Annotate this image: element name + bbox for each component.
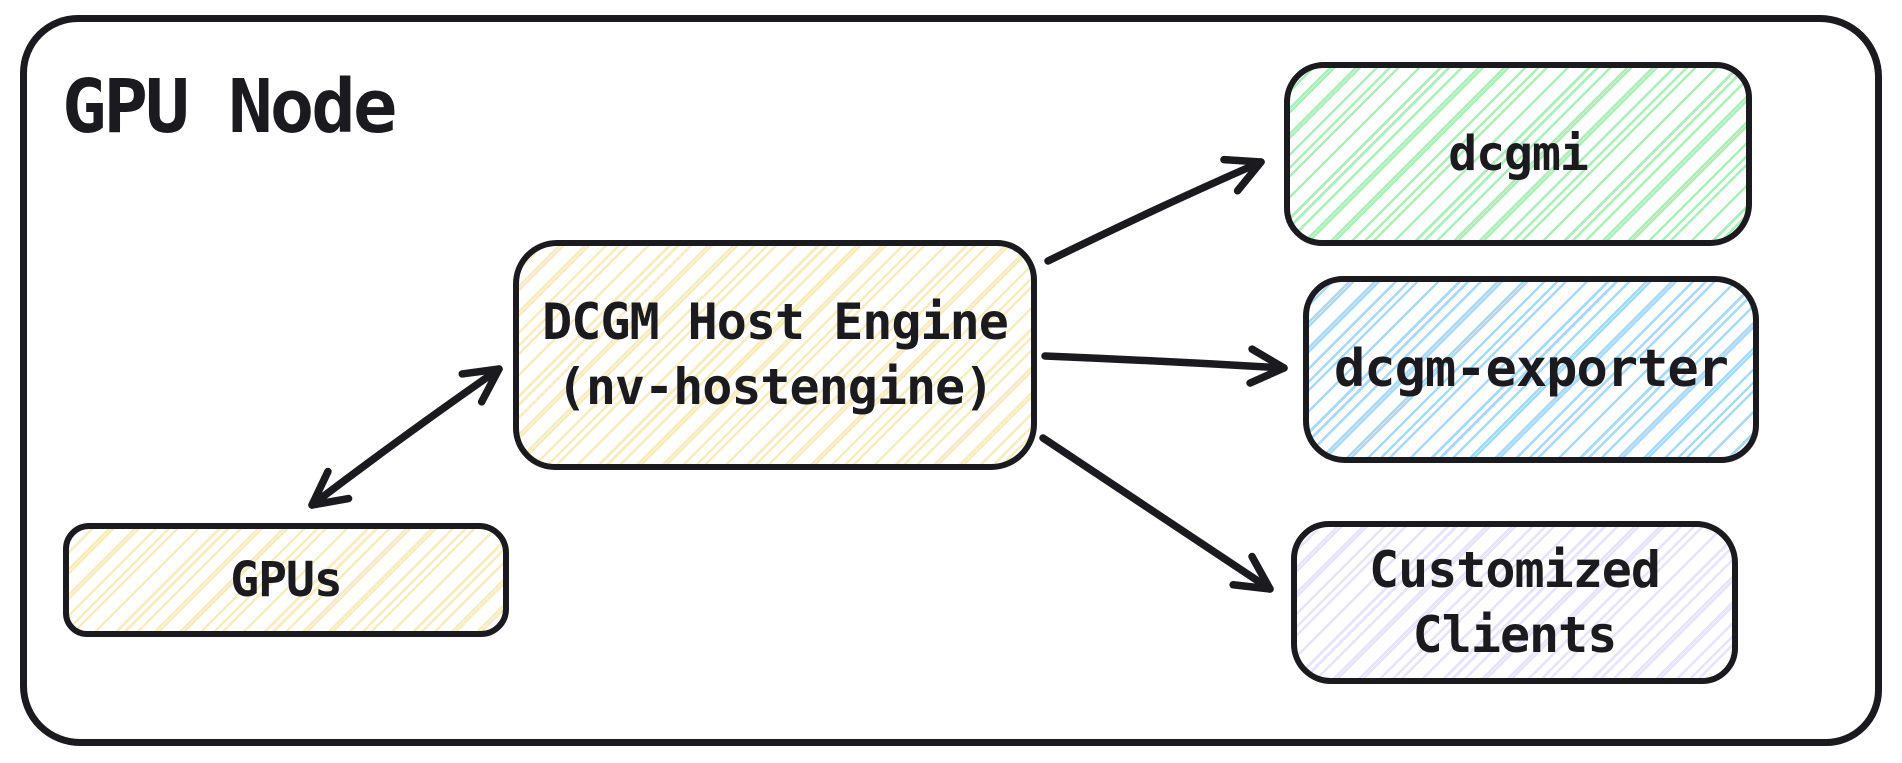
node-dcgmi-label: dcgmi [1448,125,1588,182]
node-customized-clients[interactable]: Customized Clients [1291,521,1738,684]
node-gpus[interactable]: GPUs [63,523,509,637]
node-dcgmi[interactable]: dcgmi [1284,62,1752,246]
node-dcgm-host-engine[interactable]: DCGM Host Engine (nv-hostengine) [513,240,1037,470]
node-customized-clients-label-line1: Customized [1368,540,1661,599]
node-dcgm-exporter-label: dcgm-exporter [1334,338,1729,399]
gpu-node-container [20,15,1882,746]
node-dcgm-host-engine-label-line2: (nv-hostengine) [556,358,995,416]
node-dcgm-exporter[interactable]: dcgm-exporter [1303,276,1759,463]
node-gpus-label: GPUs [230,551,343,608]
diagram-title: GPU Node [62,64,397,150]
node-customized-clients-label-line2: Clients [1412,605,1618,664]
node-dcgm-host-engine-label-line1: DCGM Host Engine [542,293,1009,351]
